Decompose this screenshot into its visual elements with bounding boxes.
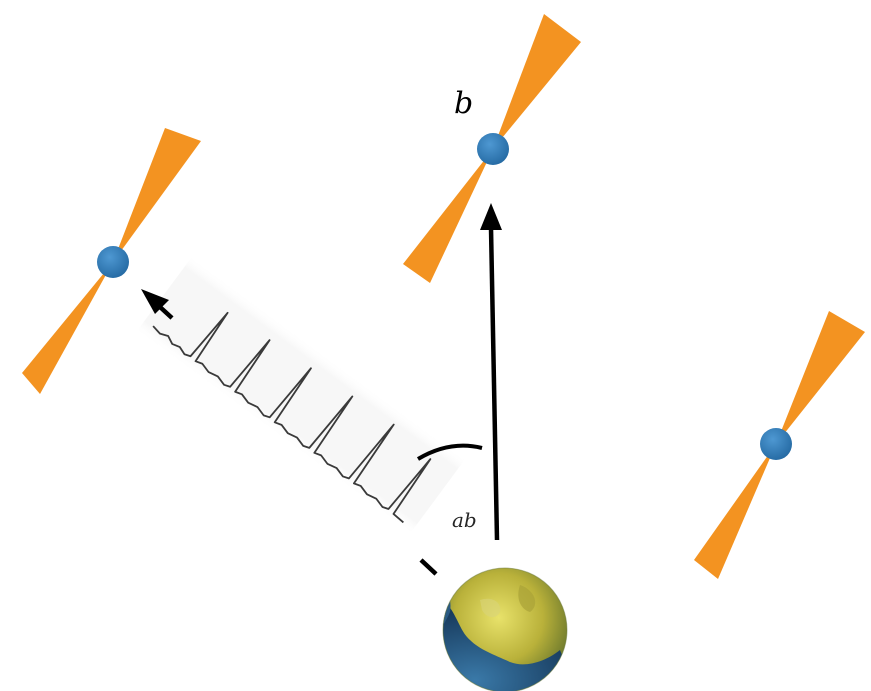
pulsar-c-star-icon <box>760 428 792 460</box>
arrow-to-pulsar-b <box>480 203 502 541</box>
earth-ocean <box>443 600 567 691</box>
pulse-train-background <box>136 255 466 535</box>
pulsar-a-star-icon <box>97 246 129 278</box>
pulse-train-waveform <box>152 311 432 524</box>
arrowhead-up-left-icon <box>141 289 169 314</box>
angle-label: ab <box>452 508 477 532</box>
pulsar-a-beam-upper <box>113 128 201 262</box>
pulsar-b-beam-lower <box>403 149 493 283</box>
pulsar-a-beam-lower <box>22 262 113 394</box>
pulsar-b-label: b <box>454 86 473 121</box>
angle-arc <box>416 443 483 461</box>
arrowhead-up-icon <box>480 203 502 230</box>
pulsar-c-beam-upper <box>776 311 865 444</box>
pulse-train-signal <box>136 255 466 535</box>
pulsar-c-beam-lower <box>694 444 776 579</box>
pulsar-b: b <box>403 14 581 283</box>
earth-icon <box>442 567 568 691</box>
arrow-to-pulsar-a <box>141 289 438 576</box>
pulsar-b-beam-upper <box>493 14 581 149</box>
pulsar-a <box>22 128 201 394</box>
pulsar-c <box>694 311 865 579</box>
pulsar-b-star-icon <box>477 133 509 165</box>
